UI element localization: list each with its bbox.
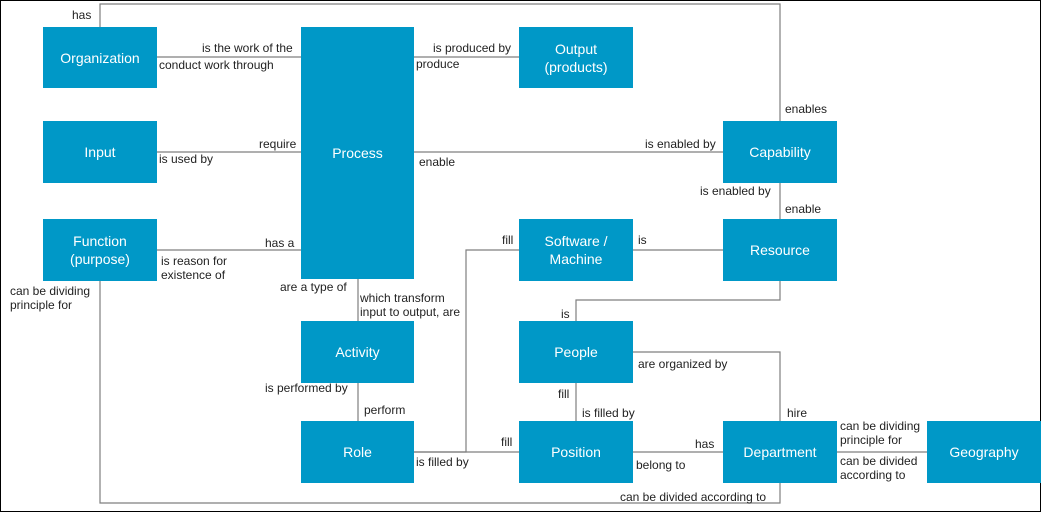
label-has-department: has [695,437,715,451]
label-fill-software: fill [502,233,514,247]
label-enable-resource: enable [785,202,822,216]
label-is-people: is [561,307,570,321]
label-fill-people: fill [558,387,570,401]
line-people-department [633,351,781,421]
label-is-enabled-by-capability: is enabled by [645,137,716,151]
line-org-capability [99,3,781,121]
line-function-department [99,281,781,504]
label-is-filled-by-role: is filled by [416,455,469,469]
label-is-enabled-by-resource: is enabled by [700,184,771,198]
label-is-used-by: is used by [159,152,214,166]
label-produce: produce [416,57,460,71]
node-output: Output (products) [519,27,633,88]
label-can-be-dividing-function: can be dividing principle for [10,284,91,312]
node-people: People [519,321,633,383]
label-which-transform: which transform input to output, are [360,291,461,319]
label-conduct-work: conduct work through [159,58,274,72]
line-resource-people [575,281,781,321]
label-enables: enables [785,102,828,116]
label-is-performed-by: is performed by [265,381,348,395]
label-has-a: has a [265,236,295,250]
label-can-be-divided-geography: can be divided according to [840,454,918,482]
label-fill-position: fill [501,435,513,449]
node-function: Function (purpose) [43,219,157,281]
label-belong-to: belong to [636,458,686,472]
node-input: Input [43,121,157,183]
label-require: require [259,137,297,151]
node-organization: Organization [43,27,157,88]
node-activity: Activity [301,321,414,383]
label-is-filled-by-position: is filled by [582,406,635,420]
node-role: Role [301,421,414,483]
label-can-be-divided-bottom: can be divided according to [620,490,767,504]
node-capability: Capability [723,121,837,183]
node-position: Position [519,421,633,483]
node-department: Department [723,421,837,483]
label-hire: hire [787,406,808,420]
label-is-software: is [638,233,647,247]
label-is-produced-by: is produced by [433,41,512,55]
node-geography: Geography [927,421,1041,483]
label-can-be-dividing-department: can be dividing principle for [840,419,921,447]
line-software-role [414,249,519,453]
label-are-a-type-of: are a type of [280,280,347,294]
label-are-organized-by: are organized by [638,357,728,371]
node-process: Process [301,27,414,279]
node-software-machine: Software / Machine [519,219,633,281]
label-has-top: has [72,8,92,22]
node-resource: Resource [723,219,837,281]
label-reason-existence: is reason for existence of [161,254,228,282]
label-enable-process: enable [419,155,456,169]
label-perform: perform [364,403,406,417]
label-is-work-of: is the work of the [202,41,293,55]
